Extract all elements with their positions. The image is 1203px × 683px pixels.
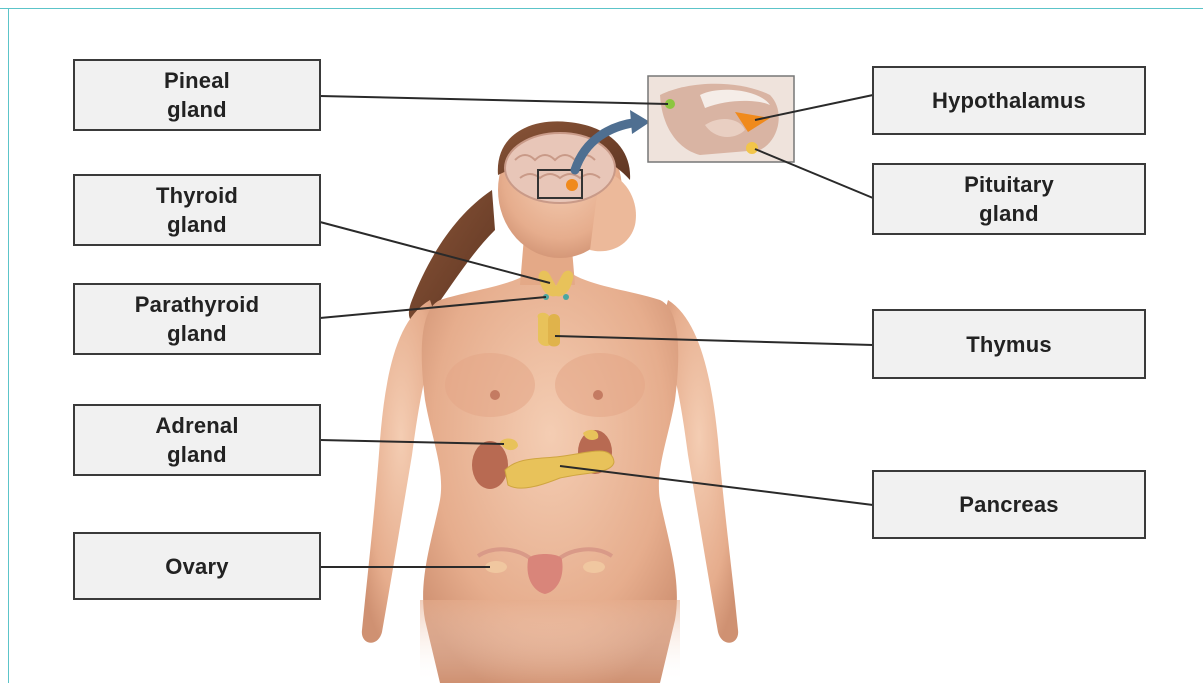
pituitary-leader <box>755 149 873 198</box>
pineal-leader <box>320 96 668 104</box>
label-thyroid-gland: Thyroid gland <box>73 174 321 246</box>
pituitary-highlight <box>746 142 758 154</box>
label-thymus: Thymus <box>872 309 1146 379</box>
label-ovary: Ovary <box>73 532 321 600</box>
label-hypothalamus: Hypothalamus <box>872 66 1146 135</box>
label-parathyroid-gland: Parathyroid gland <box>73 283 321 355</box>
brain <box>505 133 615 203</box>
right-ovary <box>583 561 605 573</box>
label-pineal-gland: Pineal gland <box>73 59 321 131</box>
label-pancreas: Pancreas <box>872 470 1146 539</box>
left-kidney <box>472 441 508 489</box>
label-adrenal-gland: Adrenal gland <box>73 404 321 476</box>
brain-inset <box>648 76 794 162</box>
label-pituitary-gland: Pituitary gland <box>872 163 1146 235</box>
